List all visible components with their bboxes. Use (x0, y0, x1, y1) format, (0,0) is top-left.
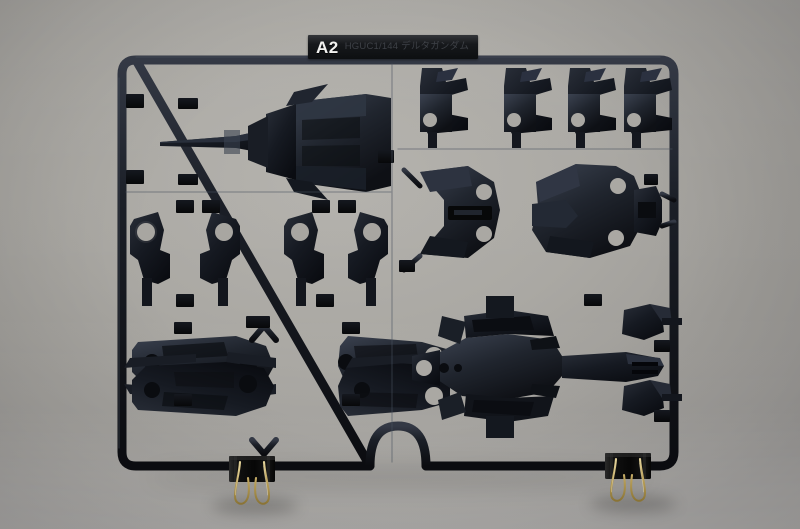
binder-clip-right (598, 449, 660, 511)
sprue-label-code: A2 (316, 37, 339, 57)
part-group-top-left (126, 69, 394, 209)
binder-clip-left (222, 452, 284, 514)
part-group-top-right (395, 68, 677, 148)
part-number-tags (126, 94, 394, 185)
clip-left-shadow (212, 498, 298, 514)
clip-right-shadow (590, 496, 676, 512)
sprue-label-kit-text: HGUC1/144 デルタガンダム (344, 41, 470, 53)
part-group-bottom-right (395, 294, 682, 459)
part-group-mid-left (113, 200, 409, 307)
sprue-label-plate: A2 HGUC1/144 デルタガンダム (308, 35, 478, 59)
part-group-mid-right (399, 159, 677, 273)
model-kit-sprue (113, 54, 682, 472)
